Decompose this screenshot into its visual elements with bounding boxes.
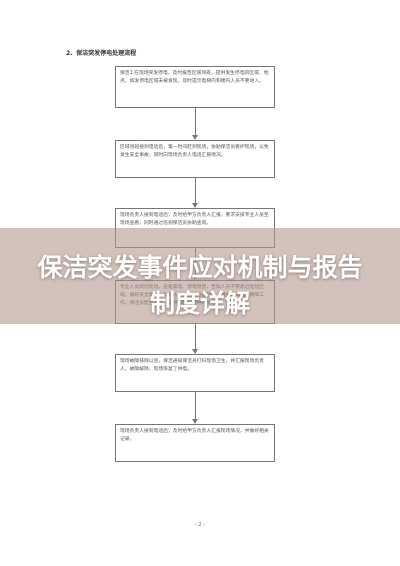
flow-connector-1 xyxy=(195,108,196,138)
flow-arrow-down-icon xyxy=(192,349,198,354)
banner-title-line-2: 制度详解 xyxy=(149,289,250,318)
flow-arrow-down-icon xyxy=(192,419,198,424)
title-banner xyxy=(0,228,400,324)
flow-step-2: 区域领班接到电话后，第一时间赶到现场，协助保洁员看护现场，以免发生安全事故，同时… xyxy=(115,140,275,178)
flow-step-6: 现场负责人接到电话后，及时给甲方负责人汇报现场情况，并做好相关记录。 xyxy=(115,424,275,462)
page-number: - 2 - xyxy=(195,522,205,528)
flow-connector-4 xyxy=(195,324,196,352)
flow-connector-2 xyxy=(195,178,196,206)
banner-title-line-1: 保洁突发事件应对机制与报告 xyxy=(37,253,363,282)
flow-arrow-down-icon xyxy=(192,203,198,208)
section-title: 2、保洁突发停电处理流程 xyxy=(66,50,137,57)
flow-step-1: 保洁1.在现场突发停电，及时报告区域领班，提供发生停电的区域、地点，如发停电区域… xyxy=(115,66,275,108)
flow-connector-5 xyxy=(195,392,196,422)
flow-arrow-down-icon xyxy=(192,135,198,140)
flow-step-5: 现场故障排除以后，保洁通知保洁员打扫现场卫生，并汇报现场负责人，故障解除，现场恢… xyxy=(115,354,275,392)
